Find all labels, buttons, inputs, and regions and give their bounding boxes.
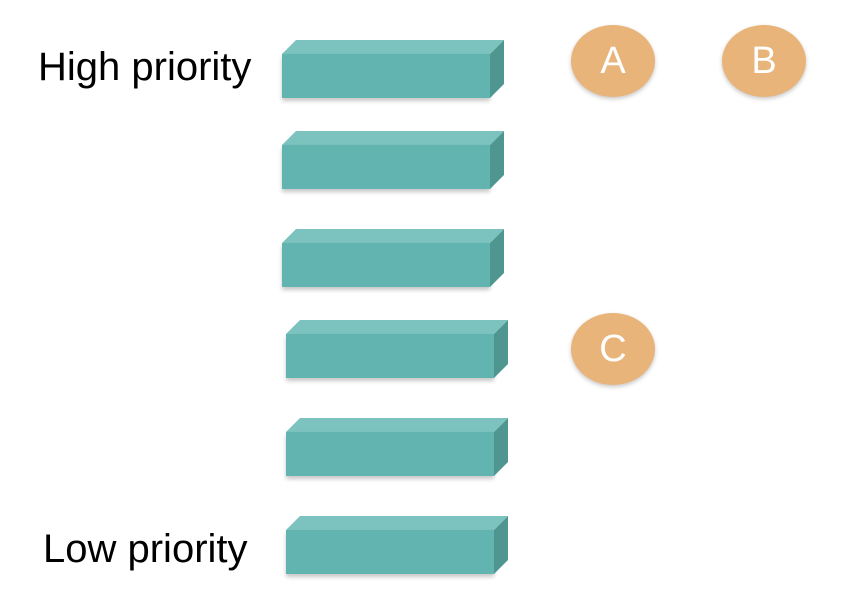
marker-b: B bbox=[722, 25, 806, 97]
marker-c: C bbox=[571, 313, 655, 385]
high-priority-label: High priority bbox=[38, 45, 252, 89]
marker-b-label: B bbox=[751, 40, 777, 82]
priority-level-1-bar bbox=[282, 40, 504, 100]
marker-a: A bbox=[571, 25, 655, 97]
priority-level-4-bar bbox=[286, 320, 508, 380]
marker-c-label: C bbox=[599, 328, 627, 370]
priority-level-5-bar bbox=[286, 418, 508, 478]
marker-a-label: A bbox=[600, 40, 626, 82]
priority-level-3-bar bbox=[282, 229, 504, 289]
priority-level-2-bar bbox=[282, 131, 504, 191]
low-priority-label: Low priority bbox=[43, 527, 248, 571]
priority-level-6-bar bbox=[286, 516, 508, 576]
